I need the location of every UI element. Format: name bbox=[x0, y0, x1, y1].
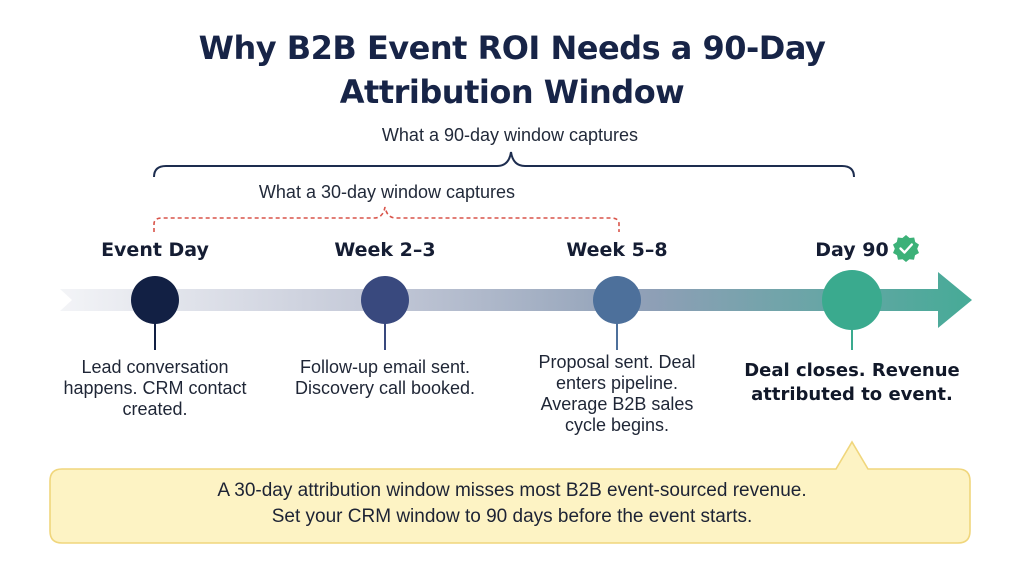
ninety-day-window-caption: What a 90-day window captures bbox=[381, 125, 639, 145]
title-line-2: Attribution Window bbox=[339, 73, 685, 111]
event-day-node bbox=[131, 276, 179, 324]
stage-description-week-5-8: Proposal sent. Deal enters pipeline. Ave… bbox=[538, 352, 696, 435]
title-line-1: Why B2B Event ROI Needs a 90-Day bbox=[198, 29, 826, 67]
week-5-8-node bbox=[593, 276, 641, 324]
day-90-node bbox=[822, 270, 882, 330]
stage-description-week-2-3: Follow-up email sent. Discovery call boo… bbox=[294, 357, 476, 398]
thirty-day-bracket bbox=[153, 206, 620, 232]
stage-description-day-90: Deal closes. Revenue attributed to event… bbox=[744, 360, 960, 405]
stage-label-event-day: Event Day bbox=[101, 239, 209, 261]
stage-label-day-90: Day 90 bbox=[815, 239, 889, 261]
week-2-3-node bbox=[361, 276, 409, 324]
ninety-day-bracket bbox=[153, 151, 855, 178]
callout-line-2: Set your CRM window to 90 days before th… bbox=[271, 506, 753, 527]
stage-label-week-2-3: Week 2–3 bbox=[334, 239, 436, 261]
check-badge-icon bbox=[893, 235, 919, 262]
page-title: Why B2B Event ROI Needs a 90-Day Attribu… bbox=[0, 26, 1024, 114]
callout-line-1: A 30-day attribution window misses most … bbox=[217, 480, 807, 501]
callout-text: A 30-day attribution window misses most … bbox=[52, 478, 972, 530]
stage-label-week-5-8: Week 5–8 bbox=[566, 239, 668, 261]
callout-box bbox=[49, 440, 971, 544]
stage-description-event-day: Lead conversation happens. CRM contact c… bbox=[63, 357, 247, 419]
timeline-arrow bbox=[60, 272, 972, 328]
thirty-day-window-caption: What a 30-day window captures bbox=[258, 182, 516, 202]
